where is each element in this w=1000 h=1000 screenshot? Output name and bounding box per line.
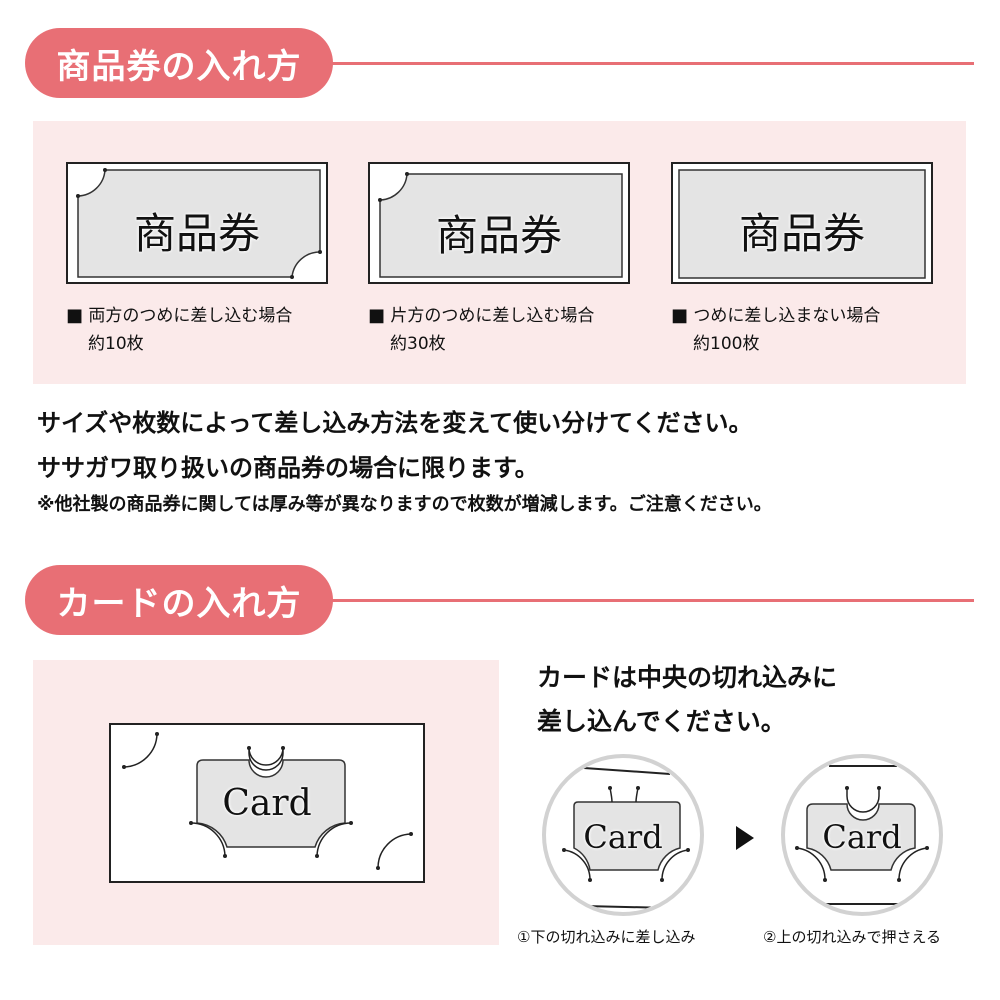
voucher-footnote: ※他社製の商品券に関しては厚み等が異なりますので枚数が増減します。ご注意ください…	[37, 494, 772, 515]
ticket-caption: ■ 片方のつめに差し込む場合 約30枚	[368, 305, 595, 354]
card-instruction-line-2: 差し込んでください。	[537, 707, 786, 736]
card-section-header: カードの入れ方	[0, 557, 1000, 637]
ticket-caption: ■ 両方のつめに差し込む場合 約10枚	[66, 305, 293, 354]
ticket-one-notch: 商品券	[368, 162, 630, 284]
voucher-note-2: ササガワ取り扱いの商品券の場合に限ります。	[37, 454, 539, 482]
ticket-count: 約30枚	[390, 334, 446, 354]
card-instruction-line-1: カードは中央の切れ込みに	[537, 663, 838, 692]
header-rule	[330, 62, 974, 65]
card-face-text: Card	[222, 783, 312, 824]
ticket-count: 約100枚	[693, 334, 760, 354]
step-1-label: ①下の切れ込みに差し込み	[517, 928, 696, 946]
ticket-illustration	[76, 168, 322, 279]
ticket-caption: ■ つめに差し込まない場合 約100枚	[671, 305, 881, 354]
bullet-square-icon: ■	[368, 305, 386, 326]
ticket-both-notches: 商品券	[66, 162, 328, 284]
ticket-count: 約10枚	[88, 334, 144, 354]
bullet-square-icon: ■	[671, 305, 689, 326]
step-1-illustration: Card	[542, 754, 704, 916]
ticket-illustration	[378, 172, 623, 278]
card-holder-illustration: Card	[109, 723, 425, 883]
next-arrow-icon	[736, 826, 754, 850]
voucher-section-header: 商品券の入れ方	[0, 20, 1000, 100]
step-1-svg	[562, 767, 690, 909]
step-2-card-text: Card	[822, 818, 902, 856]
step-1-card-text: Card	[583, 818, 663, 856]
ticket-face-text: 商品券	[435, 211, 562, 260]
bullet-square-icon: ■	[66, 305, 84, 326]
card-holder-svg	[122, 732, 413, 870]
step-2-illustration: Card	[781, 754, 943, 916]
step-2-label: ②上の切れ込みで押さえる	[763, 928, 941, 946]
ticket-illustration	[678, 169, 926, 279]
step-2-svg	[795, 765, 929, 905]
ticket-face-text: 商品券	[738, 209, 865, 258]
header-rule	[330, 599, 974, 602]
ticket-face-text: 商品券	[133, 209, 260, 258]
ticket-no-notches: 商品券	[671, 162, 933, 284]
card-section-title: カードの入れ方	[25, 565, 333, 635]
voucher-section-title: 商品券の入れ方	[25, 28, 333, 98]
voucher-note-1: サイズや枚数によって差し込み方法を変えて使い分けてください。	[37, 409, 753, 437]
